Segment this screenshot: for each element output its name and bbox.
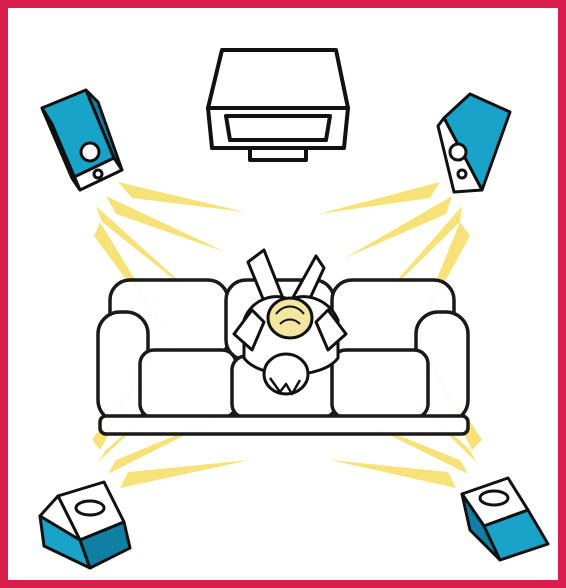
television-icon — [208, 50, 348, 160]
